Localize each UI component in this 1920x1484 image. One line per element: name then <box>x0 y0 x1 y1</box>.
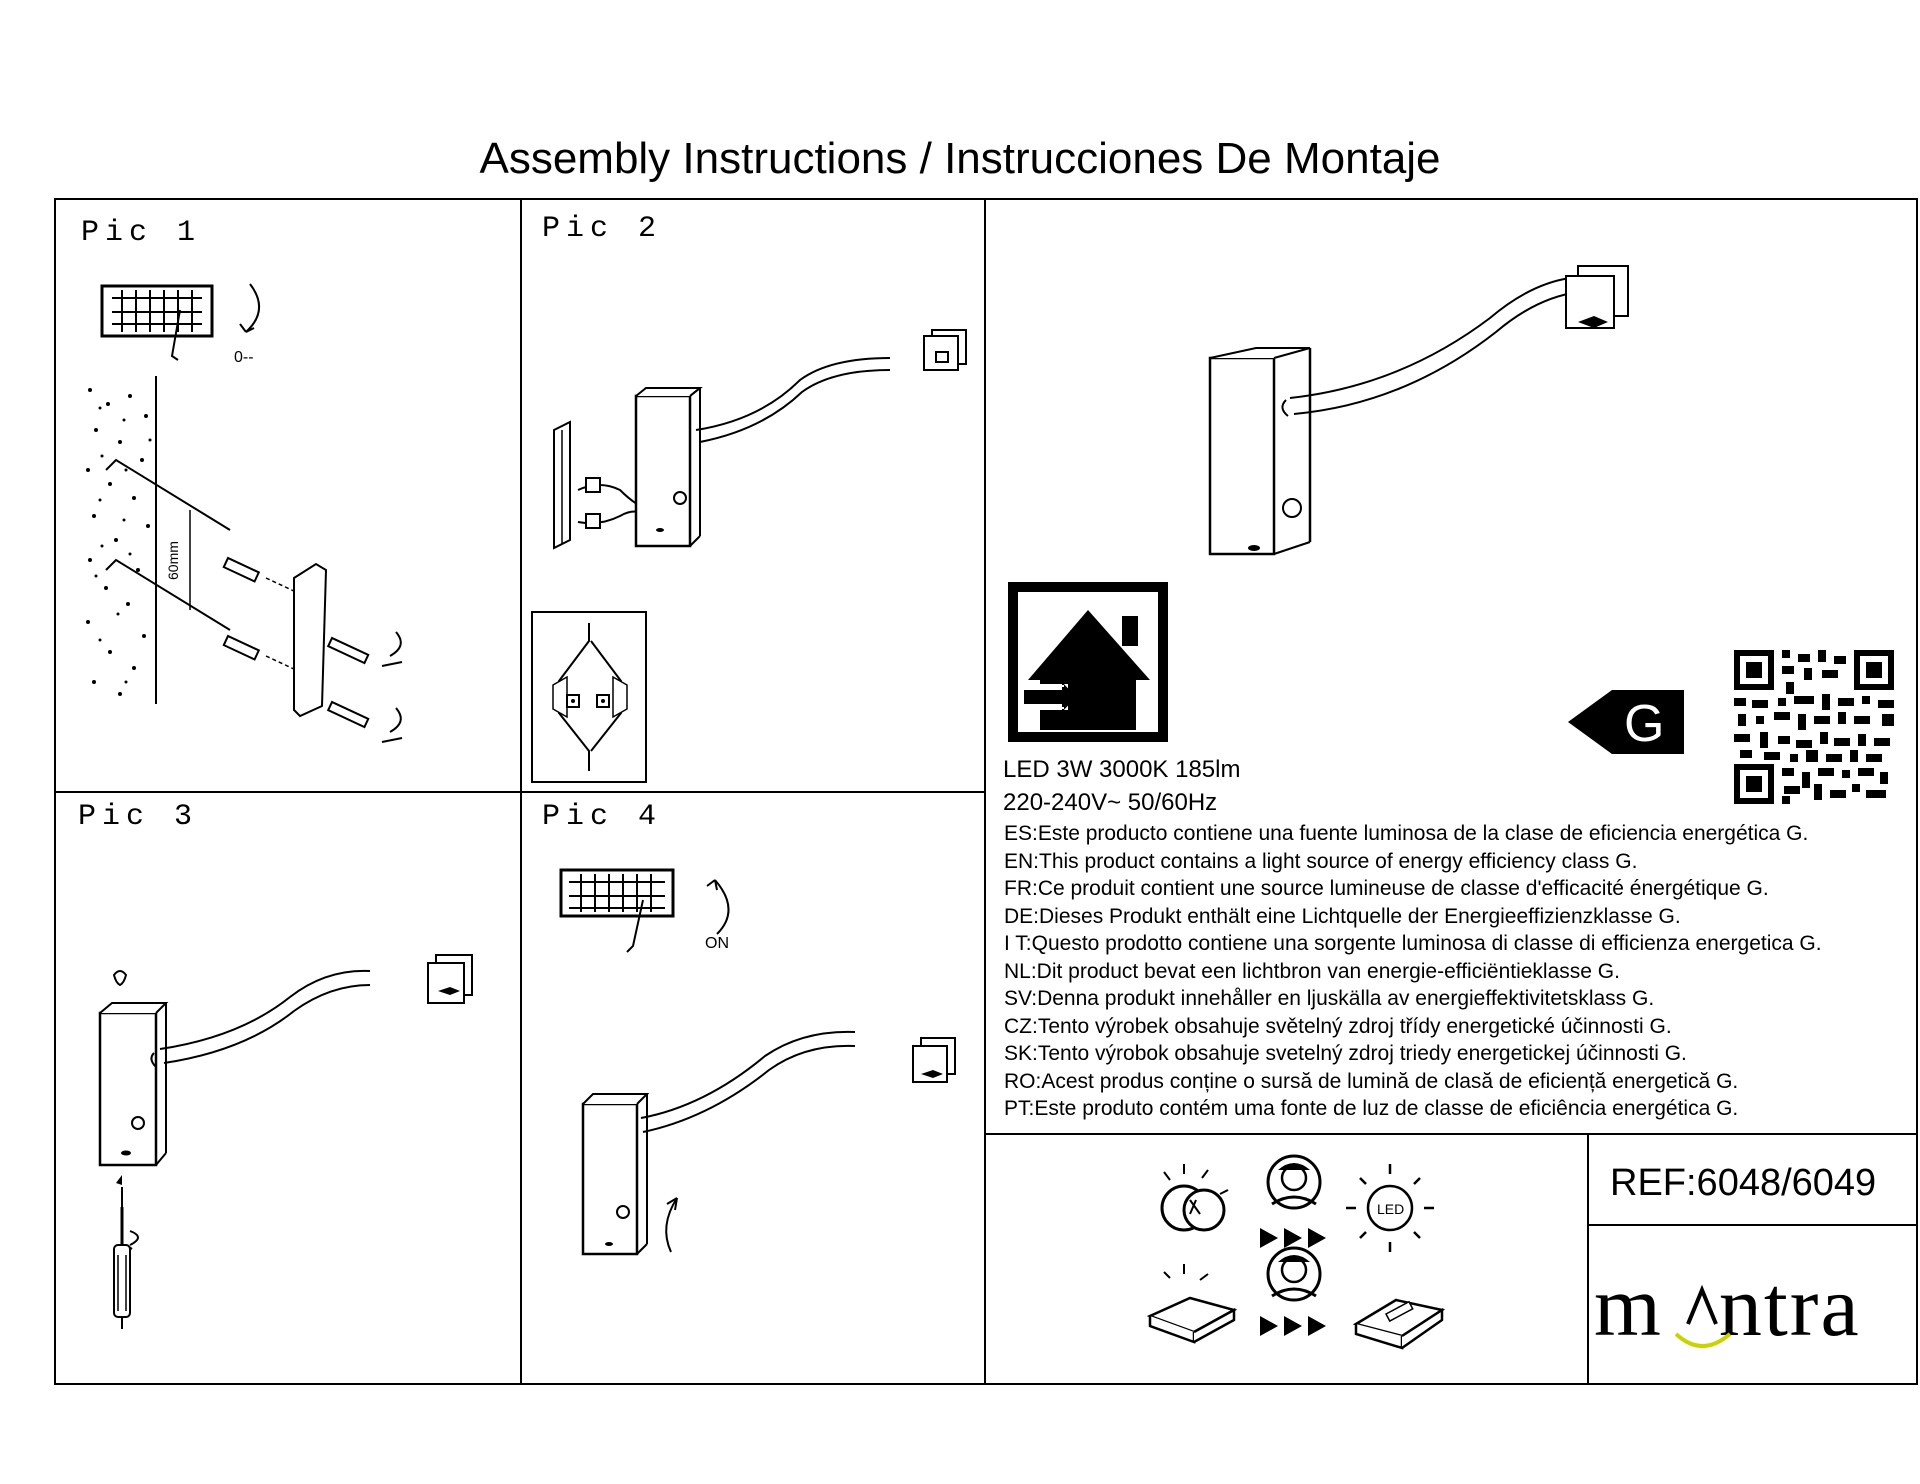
switch-on-step-icon: ON <box>559 868 956 1256</box>
arrows-icon <box>1260 1228 1326 1248</box>
broken-light-icon <box>1160 1164 1229 1232</box>
replacement-icons: LED <box>1146 1154 1446 1350</box>
statement-cz: CZ:Tento výrobek obsahuje světelný zdroj… <box>1004 1014 1672 1038</box>
connection-step-icon <box>553 329 967 550</box>
brand-logo-left: m <box>1594 1258 1663 1354</box>
divider <box>984 1133 1918 1135</box>
led-icon: LED <box>1346 1164 1434 1252</box>
divider <box>1587 1133 1589 1385</box>
energy-class-label: G <box>1624 695 1665 753</box>
statement-ro: RO:Acest produs conține o sursă de lumin… <box>1004 1069 1739 1093</box>
spec-power: LED 3W 3000K 185lm <box>1003 756 1241 783</box>
product-illustration <box>1208 265 1629 556</box>
pic-4-label: Pic 4 <box>542 800 663 834</box>
product-reference: REF:6048/6049 <box>1610 1162 1877 1204</box>
statement-es: ES:Este producto contiene una fuente lum… <box>1004 822 1809 845</box>
pic-3-label: Pic 3 <box>78 800 199 834</box>
technician-icon <box>1266 1246 1322 1302</box>
led-label: LED <box>1377 1201 1404 1217</box>
arrows-icon <box>1260 1316 1326 1336</box>
indoor-use-house-icon <box>1008 582 1168 742</box>
broken-driver-icon <box>1146 1264 1238 1344</box>
pic-2-label: Pic 2 <box>542 212 663 246</box>
brand-logo-right: ntra <box>1718 1258 1861 1354</box>
energy-statements: ES:Este producto contiene una fuente lum… <box>1004 820 1822 1123</box>
statement-fr: FR:Ce produit contient une source lumine… <box>1004 877 1769 900</box>
screw-step-icon <box>98 954 473 1329</box>
qr-code-icon <box>1734 650 1894 804</box>
page-title: Assembly Instructions / Instrucciones De… <box>479 134 1441 183</box>
statement-pt: PT:Este produto contém uma fonte de luz … <box>1004 1097 1739 1120</box>
pic-1-label: Pic 1 <box>81 216 202 250</box>
brand-logo-accent <box>1674 1284 1732 1348</box>
statement-sv: SV:Denna produkt innehåller en ljuskälla… <box>1004 987 1655 1010</box>
divider <box>984 198 986 1385</box>
statement-nl: NL:Dit product bevat een lichtbron van e… <box>1004 959 1620 983</box>
installation-step-icon: 0-- 60mm <box>80 283 403 743</box>
statement-it: I T:Questo prodotto contiene una sorgent… <box>1004 932 1822 955</box>
energy-class-arrow <box>1568 690 1684 754</box>
statement-en: EN:This product contains a light source … <box>1004 849 1638 873</box>
statement-sk: SK:Tento výrobok obsahuje svetelný zdroj… <box>1004 1042 1687 1065</box>
divider <box>54 791 985 793</box>
switch-off-note: 0-- <box>234 349 254 366</box>
technician-icon <box>1266 1154 1322 1210</box>
switch-on-note: ON <box>705 935 729 952</box>
spec-voltage: 220-240V~ 50/60Hz <box>1003 789 1218 816</box>
divider <box>1587 1224 1918 1226</box>
statement-de: DE:Dieses Produkt enthält eine Lichtquel… <box>1004 904 1681 928</box>
hole-distance-label: 60mm <box>165 541 181 580</box>
wire-connector-detail <box>531 611 647 783</box>
led-driver-icon <box>1352 1298 1446 1350</box>
